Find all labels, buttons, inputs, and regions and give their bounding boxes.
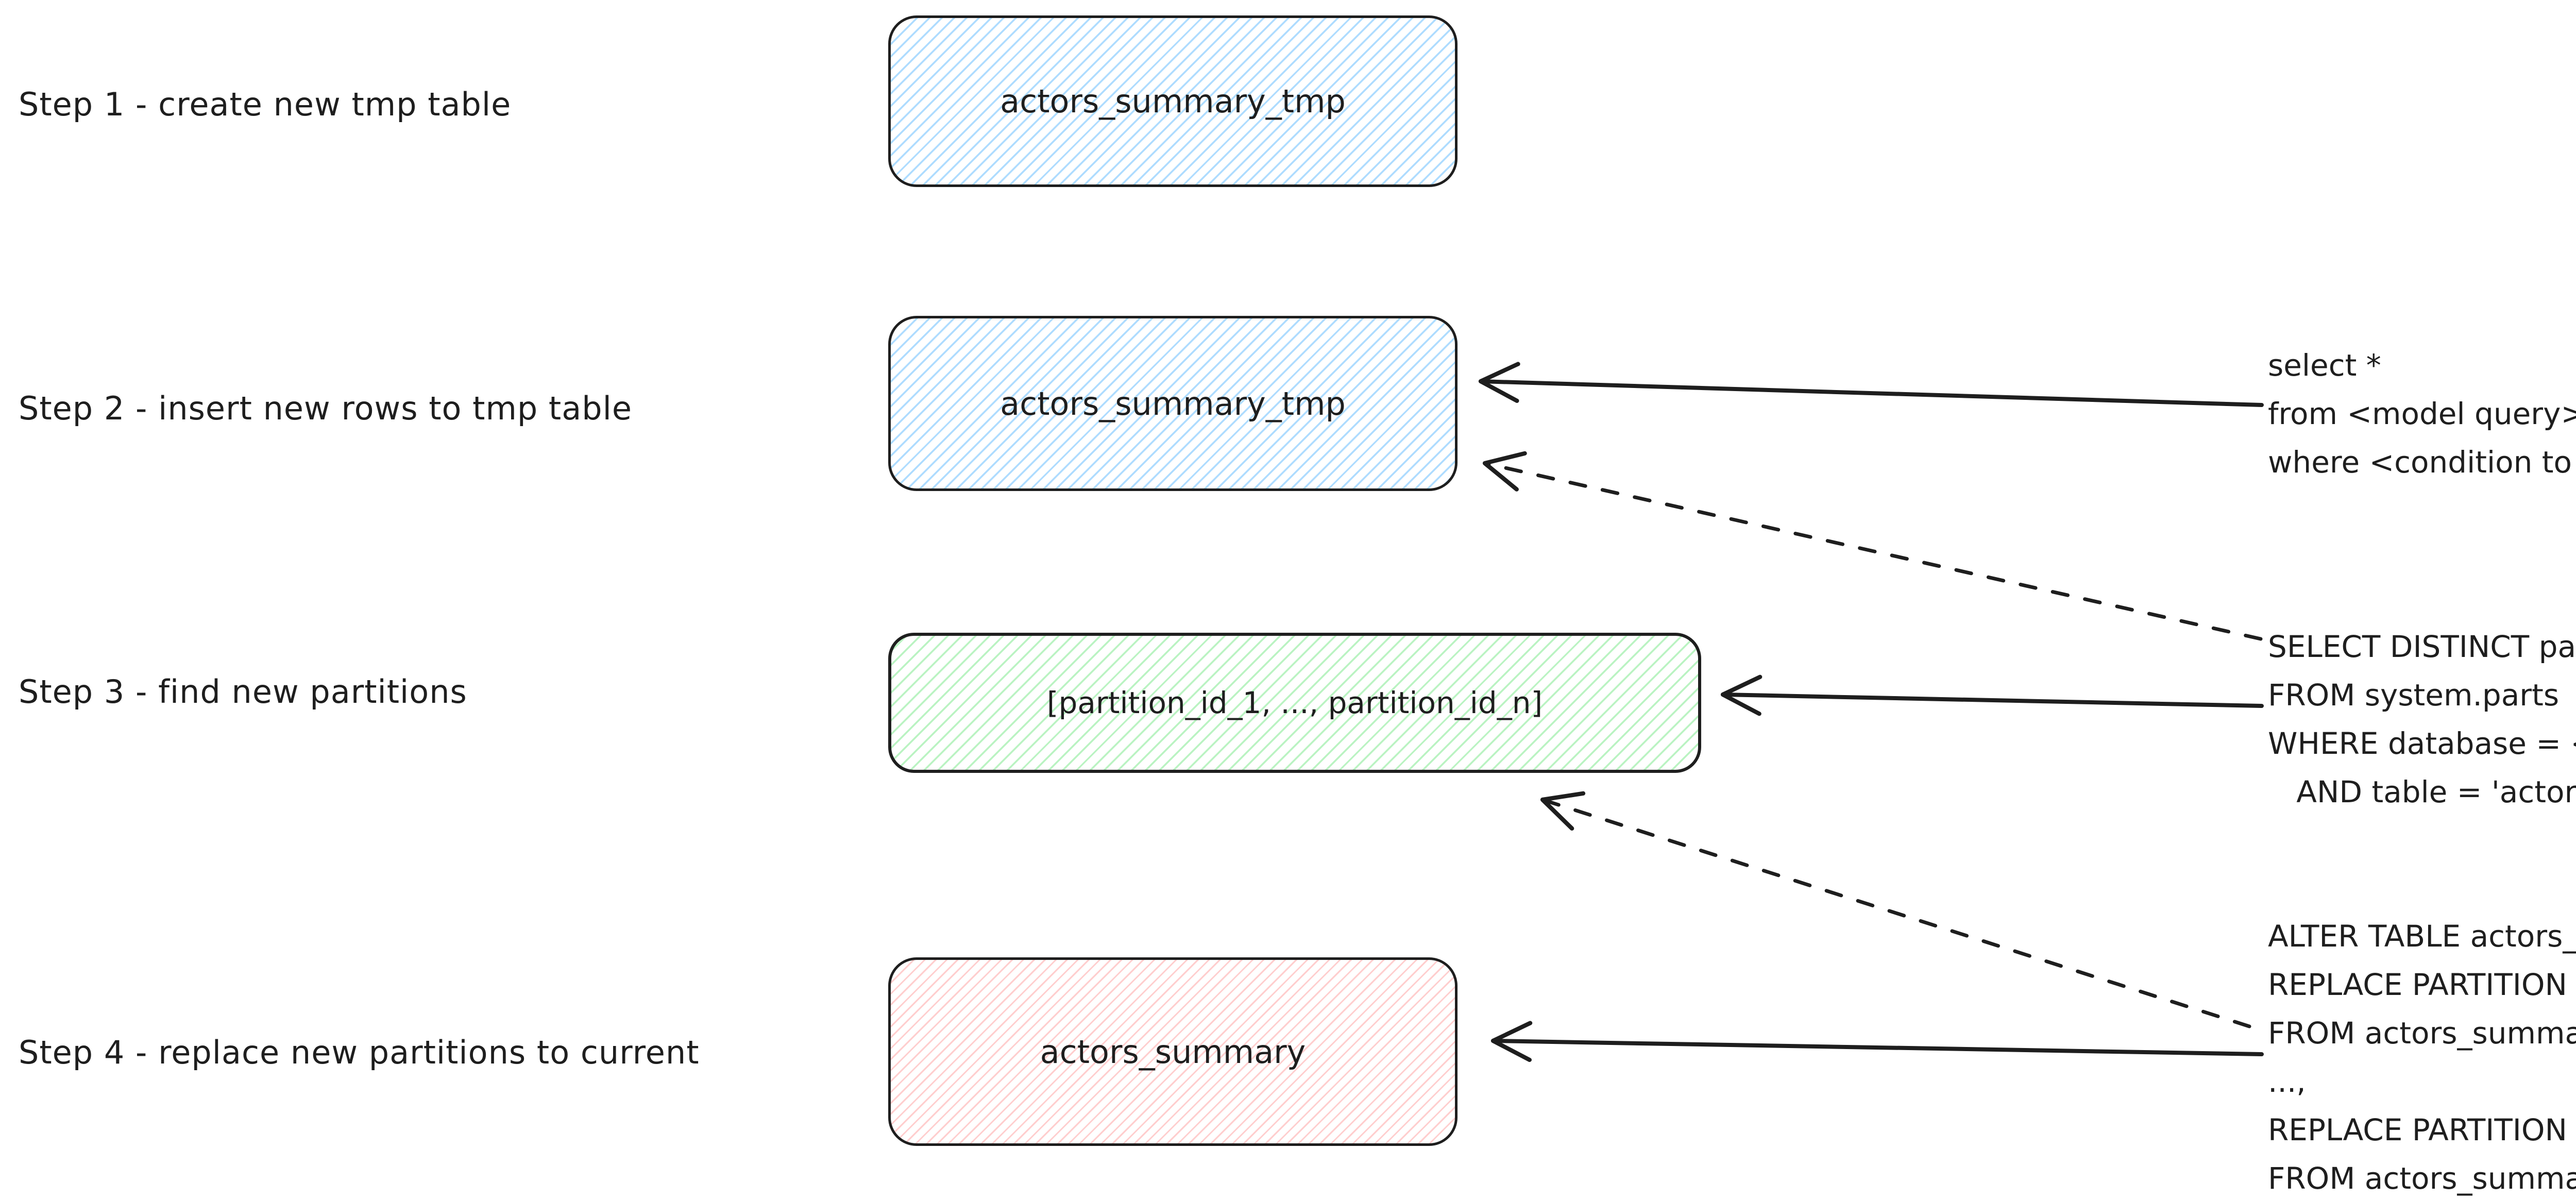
node-tmp-table-step1: actors_summary_tmp [888,15,1458,187]
arrow-insert-query-to-tmp-table [1478,362,2264,407]
sql-line: select * [2268,348,2381,383]
step-1-label: Step 1 - create new tmp table [19,86,512,123]
dashed-arrow-find-partitions-query-to-tmp-table [1482,451,2263,641]
sql-line: REPLACE PARTITION partition_id_1 [2268,967,2567,1002]
node-current-table: actors_summary [888,957,1458,1146]
step-4-label: Step 4 - replace new partitions to curre… [19,1034,700,1071]
sql-line: SELECT DISTINCT partition_id [2268,629,2576,664]
sql-line: where <condition to identify new> [2268,445,2572,480]
step-3-label: Step 3 - find new partitions [19,673,467,711]
sql-line: REPLACE PARTITION partition_id_n [2268,1112,2567,1147]
sql-line: FROM actors_summary_tmp, [2268,1016,2576,1051]
sql-replace-partitions-query: ALTER TABLE actors_summary REPLACE PARTI… [2268,912,2576,1199]
sql-insert-query: select * from <model query> where <condi… [2268,341,2576,486]
node-tmp-table-step2-label: actors_summary_tmp [1000,384,1346,423]
sql-find-partitions-query: SELECT DISTINCT partition_id FROM system… [2268,622,2576,816]
node-tmp-table-step1-label: actors_summary_tmp [1000,82,1346,120]
sql-line: WHERE database = <database> [2268,726,2576,761]
node-partitions-list: [partition_id_1, ..., partition_id_n] [888,633,1701,773]
sql-line: from <model query> [2268,396,2576,431]
node-tmp-table-step2: actors_summary_tmp [888,316,1458,491]
dashed-arrow-replace-query-to-partitions-list [1540,791,2251,1028]
node-current-table-label: actors_summary [1040,1033,1306,1071]
step-2-label: Step 2 - insert new rows to tmp table [19,390,632,427]
arrow-replace-query-to-current-table [1490,1021,2264,1062]
sql-line: FROM system.parts [2268,678,2560,713]
sql-line: ..., [2268,1064,2306,1099]
sql-line: AND table = 'actors_summary_tmp' [2296,774,2576,809]
sql-line: FROM actors_summary_tmp, [2268,1161,2576,1196]
arrow-find-partitions-query-to-partitions-list [1720,674,2264,716]
sql-line: ALTER TABLE actors_summary [2268,919,2576,954]
node-partitions-list-label: [partition_id_1, ..., partition_id_n] [1046,685,1543,720]
